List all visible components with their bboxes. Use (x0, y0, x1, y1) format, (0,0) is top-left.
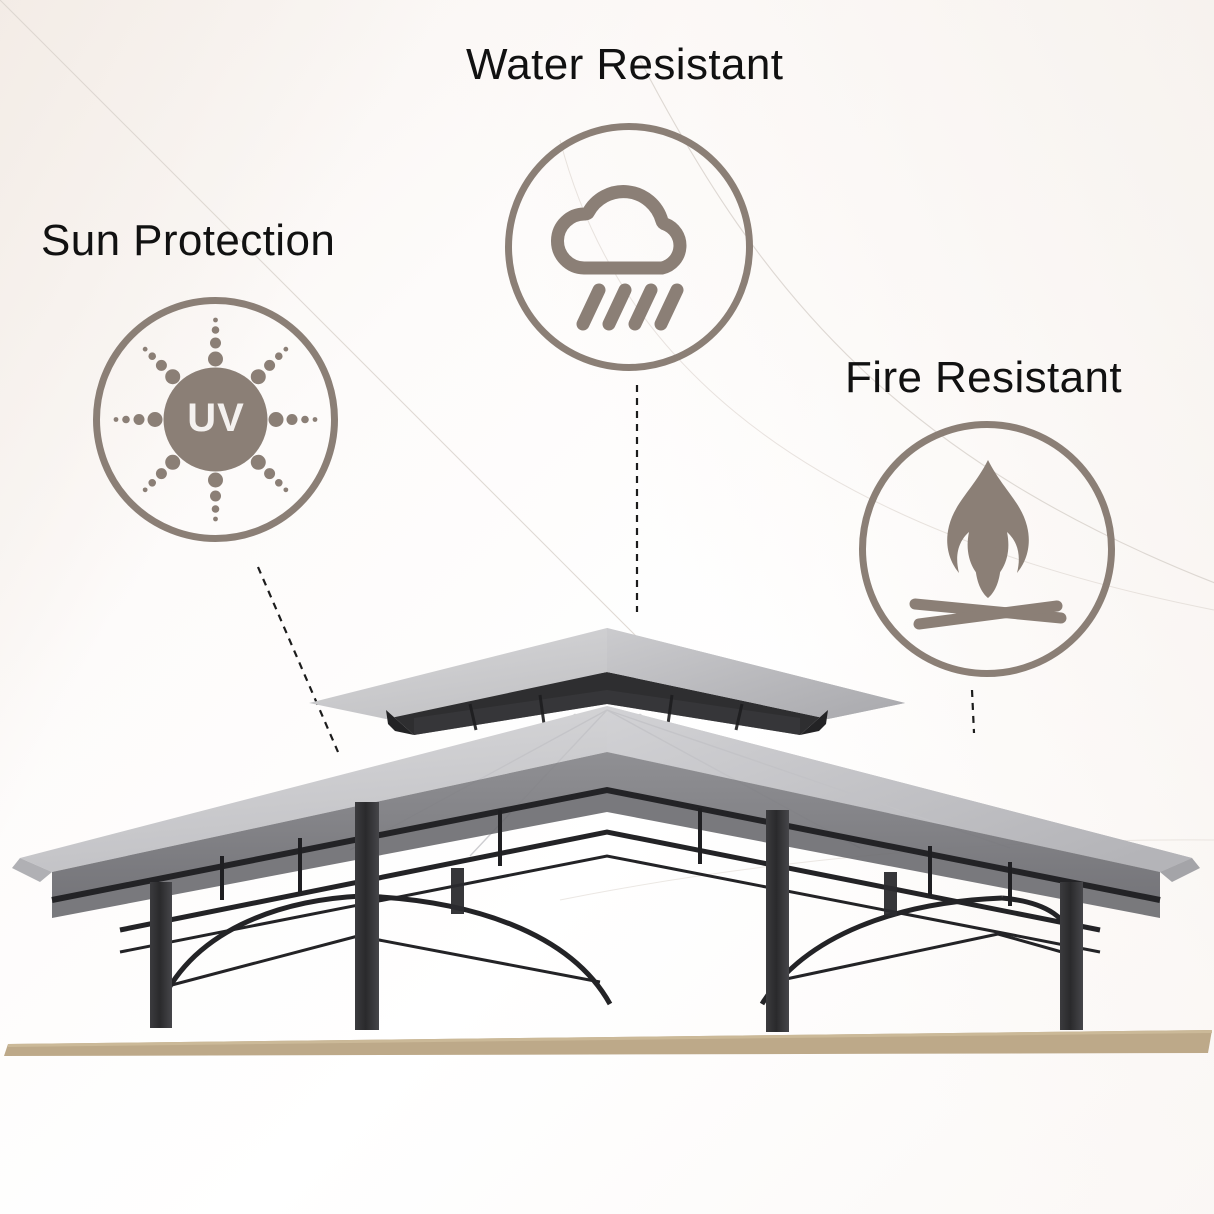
frame-arch-chords (167, 932, 1077, 988)
feature-label-sun-protection: Sun Protection (41, 216, 336, 265)
campfire-flame-icon (909, 460, 1067, 630)
rain-drops (576, 283, 684, 331)
canopy-upper-tier (309, 628, 905, 735)
feature-icon-ring-fire-resistant (859, 421, 1115, 677)
campfire-logs (909, 598, 1067, 630)
frame-struts (220, 808, 1012, 906)
rain-cloud-icon (551, 185, 687, 331)
gazebo-product-image (12, 628, 1200, 1032)
uv-sun-icon (113, 317, 318, 522)
frame-rails (51, 786, 1161, 954)
feature-label-fire-resistant: Fire Resistant (845, 353, 1123, 402)
feature-icon-ring-sun-protection (93, 297, 338, 542)
feature-label-water-resistant: Water Resistant (466, 40, 784, 89)
uv-badge-text: UV (187, 396, 245, 440)
ground-platform-bar (4, 1030, 1212, 1056)
frame-posts (150, 802, 1083, 1032)
canopy-underside-shade (52, 752, 1160, 918)
feature-icon-ring-water-resistant (505, 123, 753, 371)
